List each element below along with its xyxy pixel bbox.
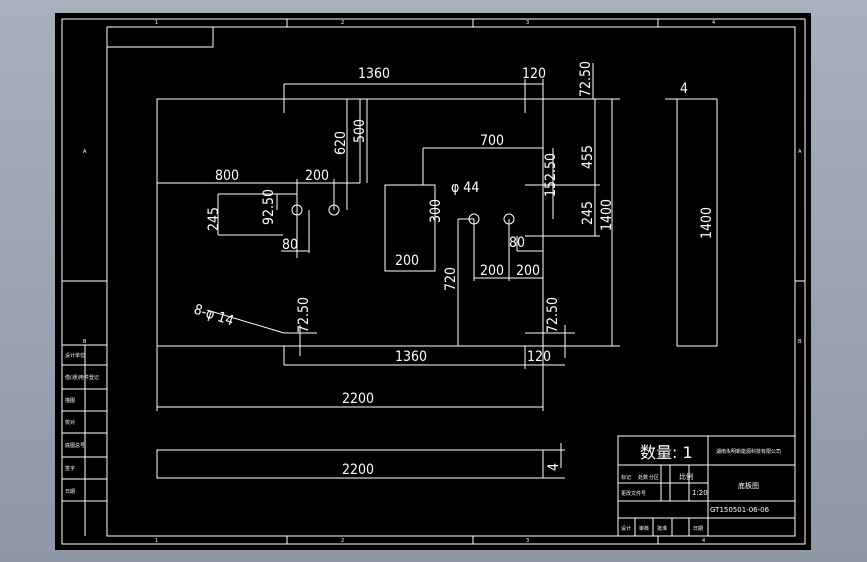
dim-200-upper: 200: [305, 168, 329, 184]
center-slot: [384, 184, 436, 272]
title-scale: 1:20: [692, 489, 708, 497]
title-part-name: 底板图: [738, 481, 759, 490]
title-bottom-label-3: 批准: [657, 525, 667, 532]
cad-drawing: 1 2 3 4 1 2 3 4 A B A B 1360 120 72.50 6…: [61, 18, 806, 545]
zone-top-3: 3: [526, 20, 529, 26]
dim-side-4: 4: [680, 81, 688, 97]
dim-700: 700: [480, 133, 504, 149]
dim-455: 455: [580, 145, 596, 169]
dim-top-7250: 72.50: [578, 61, 594, 97]
zone-left-b: B: [83, 339, 87, 345]
dim-500: 500: [352, 119, 368, 143]
zone-top-2: 2: [341, 20, 344, 26]
dim-200-slot: 200: [395, 253, 419, 269]
dim-80-left: 80: [282, 237, 298, 253]
dim-7250-right-bottom: 72.50: [545, 297, 561, 333]
title-scale-label: 比例: [679, 472, 693, 481]
zone-bottom-4: 4: [702, 538, 705, 544]
left-table-3: 描图: [65, 397, 75, 404]
dim-top-120: 120: [522, 66, 546, 82]
zone-bottom-2: 2: [341, 538, 344, 544]
title-row-label-4: 更改文件号: [621, 490, 646, 497]
dim-phi44: φ 44: [451, 180, 479, 196]
dim-15250: 152.50: [543, 153, 559, 197]
drawing-sheet: 1 2 3 4 1 2 3 4 A B A B 1360 120 72.50 6…: [55, 13, 811, 550]
dim-1400-mid: 1400: [599, 199, 615, 231]
title-drawing-no: GT150501-06-06: [710, 506, 770, 514]
dim-245-right: 245: [580, 201, 596, 225]
dim-strip-4: 4: [546, 463, 562, 471]
dim-top-1360: 1360: [358, 66, 390, 82]
zone-bottom-1: 1: [155, 538, 158, 544]
dim-side-1400: 1400: [699, 207, 715, 239]
dim-strip-2200: 2200: [342, 462, 374, 478]
dim-bottom-1360: 1360: [395, 349, 427, 365]
zone-right-b: B: [798, 339, 802, 345]
title-row-label-2: 处数: [638, 474, 648, 481]
title-row-label-1: 标记: [621, 474, 631, 481]
dim-9250: 92.50: [261, 189, 277, 225]
zone-top-1: 1: [155, 20, 158, 26]
dim-80-right: 80: [509, 235, 525, 251]
dim-bottom-120: 120: [527, 349, 551, 365]
plate-strip: [156, 449, 544, 479]
base-plate-outline: [156, 98, 544, 347]
title-bottom-label-4: 日期: [693, 526, 703, 532]
title-quantity: 数量: 1: [640, 443, 693, 462]
dim-2200-plate: 2200: [342, 391, 374, 407]
dim-620: 620: [333, 131, 349, 155]
dim-245-left: 245: [206, 207, 222, 231]
title-bottom-label-1: 设计: [621, 525, 631, 532]
zone-top-4: 4: [712, 20, 715, 26]
left-table-6: 签字: [65, 465, 75, 472]
title-row-label-3: 分区: [649, 474, 659, 481]
title-block: [617, 435, 796, 537]
dim-720: 720: [443, 267, 459, 291]
dim-200-a: 200: [480, 263, 504, 279]
dim-300: 300: [428, 199, 444, 223]
dim-7250-left-bottom: 72.50: [296, 297, 312, 333]
zone-right-a: A: [798, 149, 802, 155]
zone-left-a: A: [83, 149, 87, 155]
dim-800: 800: [215, 168, 239, 184]
left-table-4: 校对: [65, 419, 75, 426]
zone-bottom-3: 3: [526, 538, 529, 544]
title-bottom-label-2: 审核: [639, 525, 649, 532]
title-company: 湖南永明新能源科技有限公司: [716, 448, 781, 455]
holes-note: 8-φ 14: [192, 302, 236, 330]
left-table-1: 设计单位: [65, 352, 85, 359]
dim-200-b: 200: [516, 263, 540, 279]
left-table-5: 底图总号: [65, 442, 85, 449]
left-table-7: 日期: [65, 489, 75, 495]
left-table-2: 借(通)用件登记: [65, 374, 99, 381]
